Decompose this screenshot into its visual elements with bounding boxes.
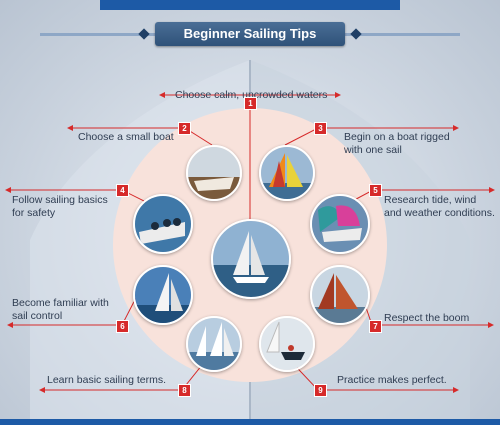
top-accent-bar xyxy=(100,0,400,10)
tip-4-text: Follow sailing basics for safety xyxy=(12,194,108,219)
badge-6: 6 xyxy=(116,320,129,333)
tip-9-text: Practice makes perfect. xyxy=(337,374,447,386)
tip-8-text: Learn basic sailing terms. xyxy=(47,374,167,386)
badge-5: 5 xyxy=(369,184,382,197)
photo-safety-crew xyxy=(133,194,193,254)
photo-sail-control xyxy=(133,265,193,325)
badge-7: 7 xyxy=(369,320,382,333)
title-pill xyxy=(155,22,345,46)
photo-spinnaker-race xyxy=(310,194,370,254)
badge-3: 3 xyxy=(314,122,327,135)
page-title: Beginner Sailing Tips xyxy=(183,26,317,41)
photo-small-boat xyxy=(186,145,242,201)
photo-center-sailboat xyxy=(211,219,291,299)
badge-4: 4 xyxy=(116,184,129,197)
tip-6-text: Become familiar with sail control xyxy=(12,297,109,322)
photo-one-sail-boat xyxy=(259,145,315,201)
photo-boom xyxy=(310,265,370,325)
tip-5-text: Research tide, wind and weather conditio… xyxy=(384,194,495,219)
bottom-accent-bar xyxy=(0,419,500,425)
badge-8: 8 xyxy=(178,384,191,397)
badge-1: 1 xyxy=(244,97,257,110)
badge-2: 2 xyxy=(178,122,191,135)
photo-practice xyxy=(259,316,315,372)
badge-9: 9 xyxy=(314,384,327,397)
tip-3-text: Begin on a boat rigged with one sail xyxy=(344,131,450,156)
tip-1-text: Choose calm, uncrowded waters xyxy=(175,89,328,101)
tip-2-text: Choose a small boat xyxy=(78,131,174,143)
title-banner: Beginner Sailing Tips xyxy=(40,22,460,46)
photo-sailing-terms xyxy=(186,316,242,372)
tip-7-text: Respect the boom xyxy=(384,312,470,324)
